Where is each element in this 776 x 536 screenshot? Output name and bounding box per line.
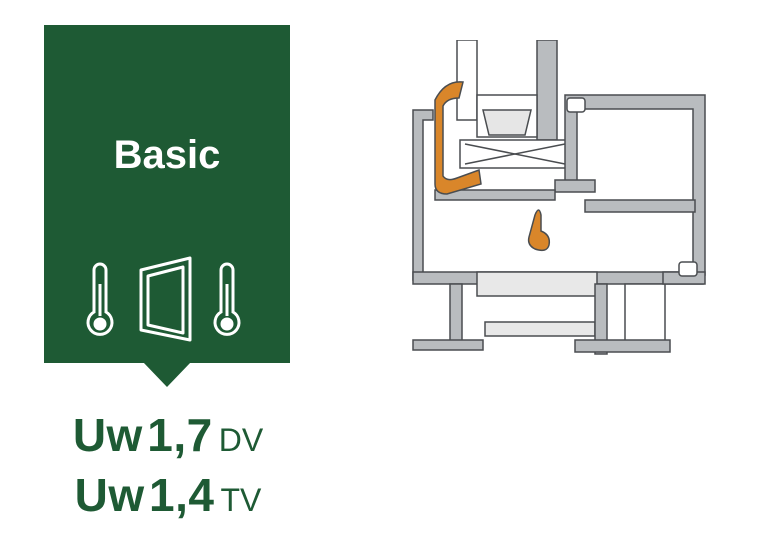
badge-pointer: [143, 362, 191, 387]
window-profile-cross-section: [412, 40, 706, 355]
uw-value: 1,7: [147, 409, 213, 461]
uw-label: Uw: [74, 469, 145, 521]
rating-badge: Basic: [44, 25, 290, 363]
uw-unit: TV: [220, 482, 262, 518]
thermometer-icon: [86, 262, 114, 336]
uw-value: 1,4: [149, 469, 215, 521]
window-pane-icon: [139, 256, 192, 342]
badge-icon-row: [86, 256, 241, 342]
thermometer-icon: [213, 262, 241, 336]
badge-title: Basic: [113, 133, 221, 177]
uw-label: Uw: [72, 409, 143, 461]
uw-unit: DV: [218, 422, 264, 458]
